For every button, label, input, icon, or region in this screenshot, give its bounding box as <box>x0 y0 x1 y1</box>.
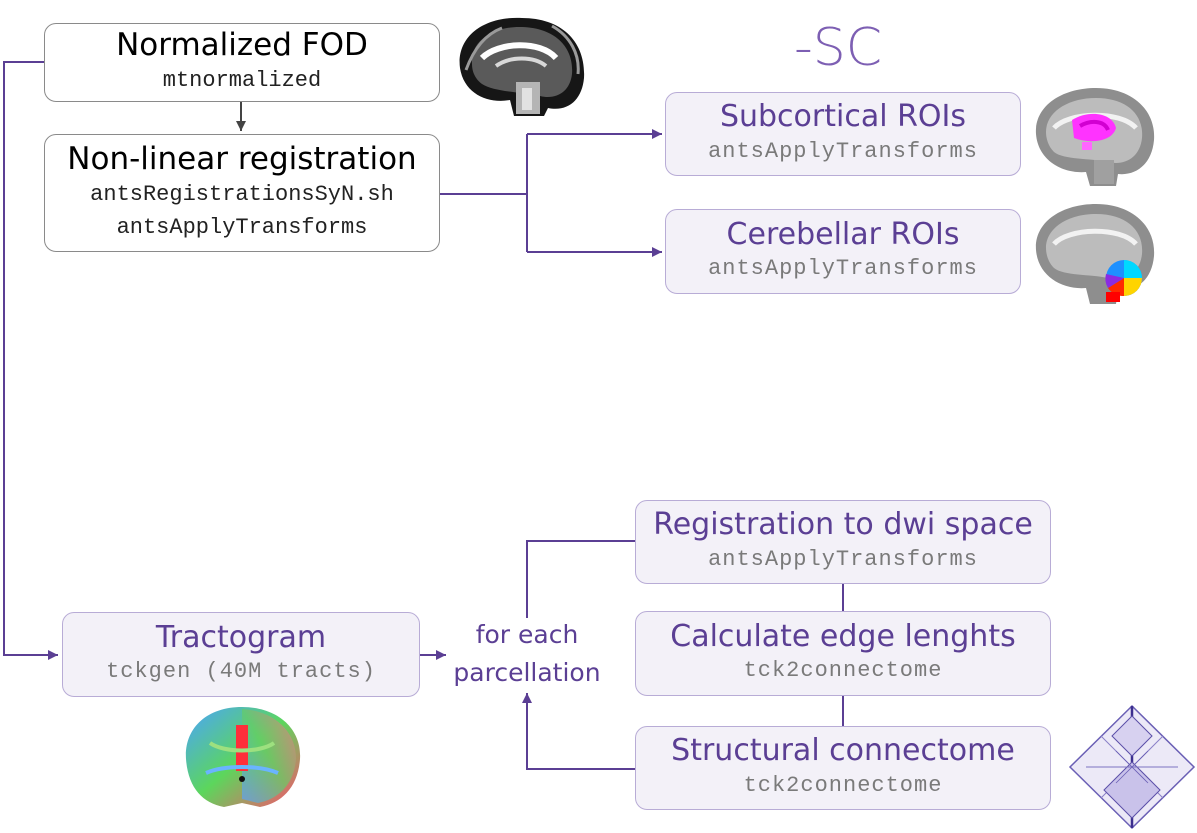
node-command: mtnormalized <box>162 67 322 93</box>
node-title: Tractogram <box>155 619 327 655</box>
node-registration-dwi: Registration to dwi space antsApplyTrans… <box>635 500 1051 584</box>
node-nonlinear-registration: Non-linear registration antsRegistration… <box>44 134 440 252</box>
node-command: tck2connectome <box>743 772 943 798</box>
sagittal-cerebellar-image <box>1035 204 1155 304</box>
node-command: antsRegistrationsSyN.sh <box>90 181 394 207</box>
node-title: Normalized FOD <box>116 27 368 64</box>
node-command: tck2connectome <box>743 658 943 684</box>
connectome-matrix-image <box>1068 704 1196 830</box>
connector-loop-to-registration <box>526 540 635 618</box>
sagittal-fod-image <box>459 17 585 116</box>
node-title: Calculate edge lenghts <box>670 618 1016 654</box>
node-title: Registration to dwi space <box>653 507 1033 543</box>
node-structural-connectome: Structural connectome tck2connectome <box>635 726 1051 810</box>
node-tractogram: Tractogram tckgen (40M tracts) <box>62 612 420 697</box>
node-title: Cerebellar ROIs <box>726 216 960 252</box>
node-title: Non-linear registration <box>67 141 417 178</box>
node-command: antsApplyTransforms <box>708 138 978 164</box>
node-edge-lengths: Calculate edge lenghts tck2connectome <box>635 611 1051 696</box>
node-command: antsApplyTransforms <box>708 256 978 282</box>
node-title: Structural connectome <box>671 733 1015 769</box>
node-normalized-fod: Normalized FOD mtnormalized <box>44 23 440 102</box>
node-subcortical-rois: Subcortical ROIs antsApplyTransforms <box>665 92 1021 176</box>
coronal-tractogram-image <box>185 707 301 807</box>
loop-label-line: for each <box>475 620 579 649</box>
sagittal-subcortical-image <box>1035 88 1155 186</box>
section-label: -SC <box>794 18 883 78</box>
node-command: tckgen (40M tracts) <box>106 659 376 685</box>
connector-fod-to-tractogram <box>3 61 58 660</box>
node-command: antsApplyTransforms <box>116 214 368 240</box>
loop-label: for each parcellation <box>448 616 606 692</box>
node-cerebellar-rois: Cerebellar ROIs antsApplyTransforms <box>665 209 1021 294</box>
node-command: antsApplyTransforms <box>708 546 978 572</box>
connector-connectome-to-loop <box>522 693 635 770</box>
loop-label-line: parcellation <box>453 658 601 687</box>
node-title: Subcortical ROIs <box>719 99 967 135</box>
